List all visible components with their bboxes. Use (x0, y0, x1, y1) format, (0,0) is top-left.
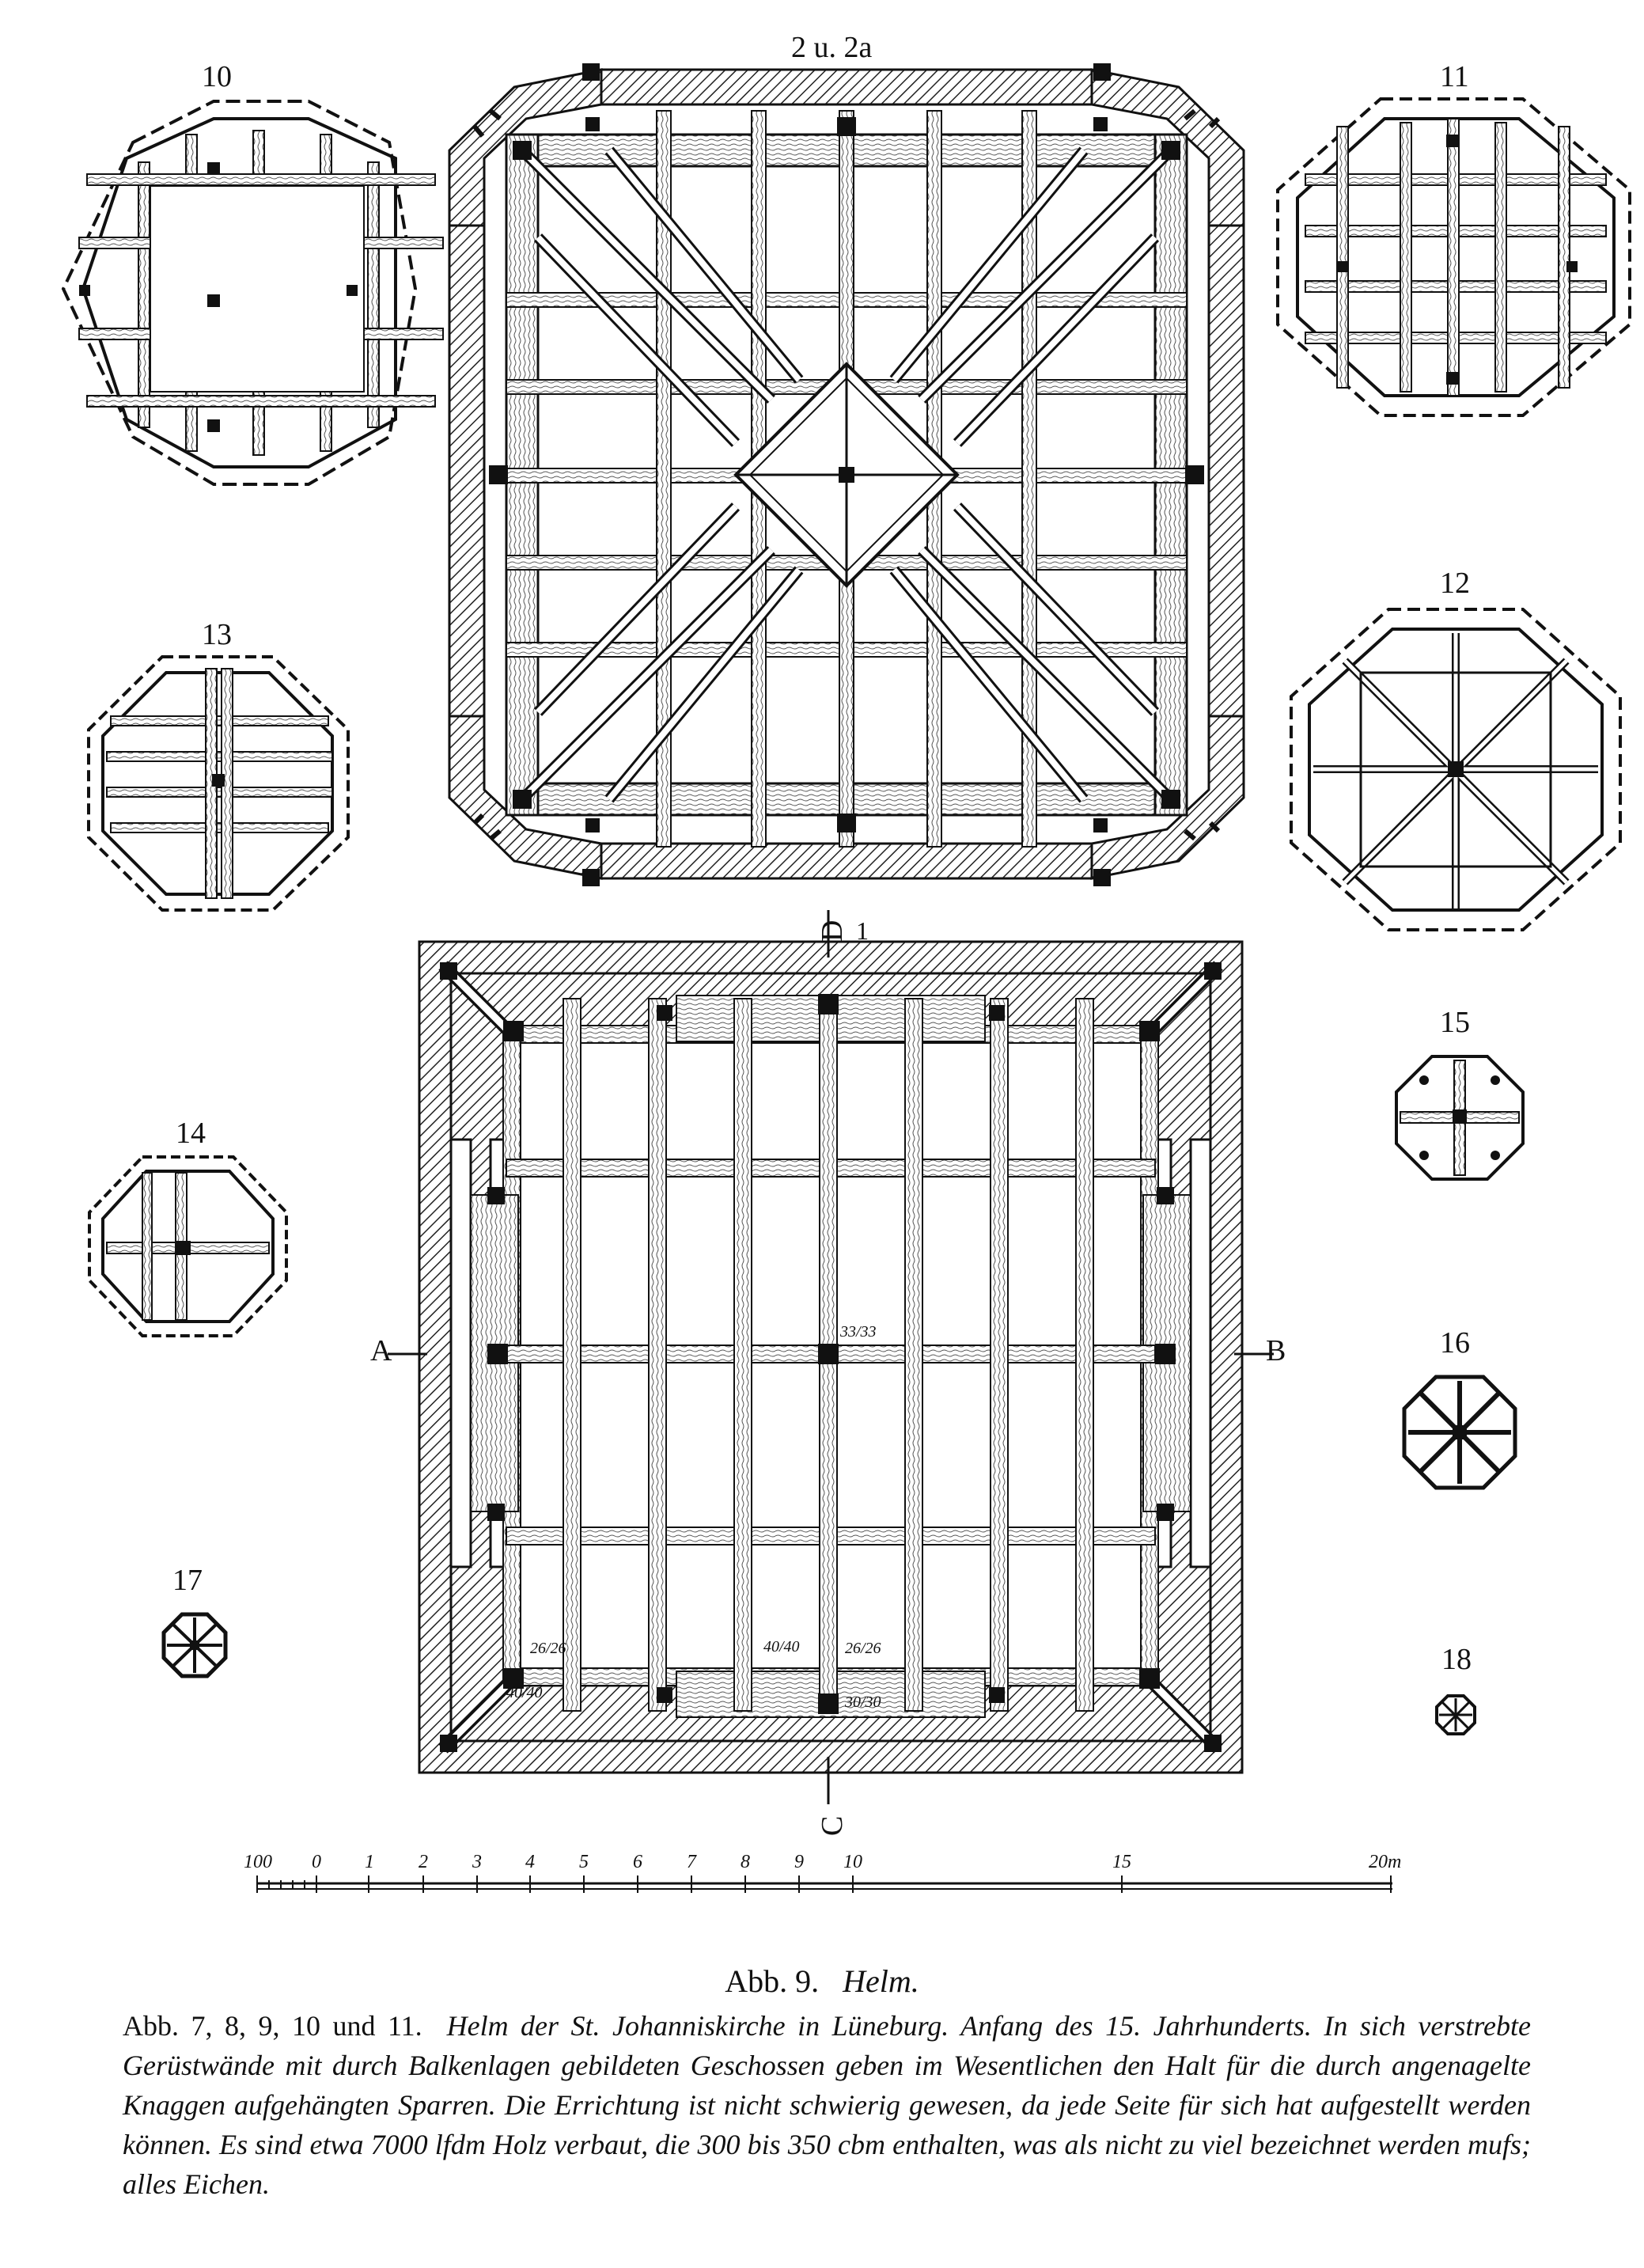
label-fig-12: 12 (1440, 567, 1470, 600)
scale-tick-3: 3 (472, 1852, 482, 1872)
label-fig-13: 13 (202, 618, 232, 651)
label-fig-14: 14 (176, 1117, 206, 1150)
section-label-c: C (816, 1815, 849, 1836)
dimension-4: 26/26 (845, 1640, 881, 1657)
scale-tick-1: 1 (365, 1852, 374, 1872)
figure-caption: Abb. 9. Helm. (0, 1963, 1644, 2000)
section-label-b: B (1266, 1334, 1286, 1367)
description-paragraph: Abb. 7, 8, 9, 10 und 11. Helm der St. Jo… (123, 2006, 1531, 2204)
scale-tick-15: 15 (1112, 1852, 1131, 1872)
plan-10 (61, 100, 444, 486)
description-lead: Abb. 7, 8, 9, 10 und 11. (123, 2010, 422, 2042)
dimension-5: 30/30 (845, 1693, 881, 1711)
scale-tick-4: 4 (525, 1852, 535, 1872)
scale-tick-9: 9 (794, 1852, 804, 1872)
dimension-3: 40/40 (763, 1638, 800, 1655)
dimension-center: 33/33 (840, 1323, 877, 1341)
scale-tick-2: 2 (419, 1852, 428, 1872)
plan-11 (1276, 97, 1631, 417)
section-label-a: A (370, 1334, 392, 1367)
caption-abb: Abb. 9. (725, 1963, 820, 1999)
section-label-d: D (816, 920, 849, 942)
label-fig-17: 17 (172, 1564, 203, 1597)
plan-1 (388, 910, 1274, 1804)
scale-tick-0: 0 (312, 1852, 321, 1872)
scale-tick-10: 10 (843, 1852, 862, 1872)
plan-14 (88, 1155, 288, 1337)
dimension-1: 26/26 (530, 1640, 566, 1657)
label-2-2a: 2 u. 2a (791, 31, 873, 64)
description-body: Helm der St. Johanniskirche in Lüneburg.… (123, 2010, 1531, 2200)
scale-tick-6: 6 (633, 1852, 642, 1872)
scale-bar (256, 1875, 1392, 1893)
scale-tick-7: 7 (687, 1852, 696, 1872)
label-fig-15: 15 (1440, 1006, 1470, 1039)
scale-tick-8: 8 (741, 1852, 750, 1872)
label-fig-10: 10 (202, 60, 232, 93)
plan-15 (1395, 1055, 1525, 1181)
plan-17 (161, 1612, 228, 1678)
scale-tick-20m: 20m (1369, 1852, 1402, 1872)
plan-16 (1402, 1375, 1517, 1490)
plan-2-2a (448, 63, 1245, 886)
label-fig-16: 16 (1440, 1326, 1470, 1360)
label-fig-11: 11 (1440, 60, 1469, 93)
plan-18 (1435, 1694, 1476, 1735)
scale-tick-5: 5 (579, 1852, 589, 1872)
label-fig-18: 18 (1441, 1643, 1472, 1676)
scale-tick-100: 100 (244, 1852, 272, 1872)
plan-13 (87, 655, 350, 912)
caption-title: Helm. (843, 1963, 919, 1999)
section-label-1: 1 (856, 916, 869, 945)
plan-12 (1290, 608, 1622, 931)
dimension-2: 40/40 (506, 1684, 543, 1701)
